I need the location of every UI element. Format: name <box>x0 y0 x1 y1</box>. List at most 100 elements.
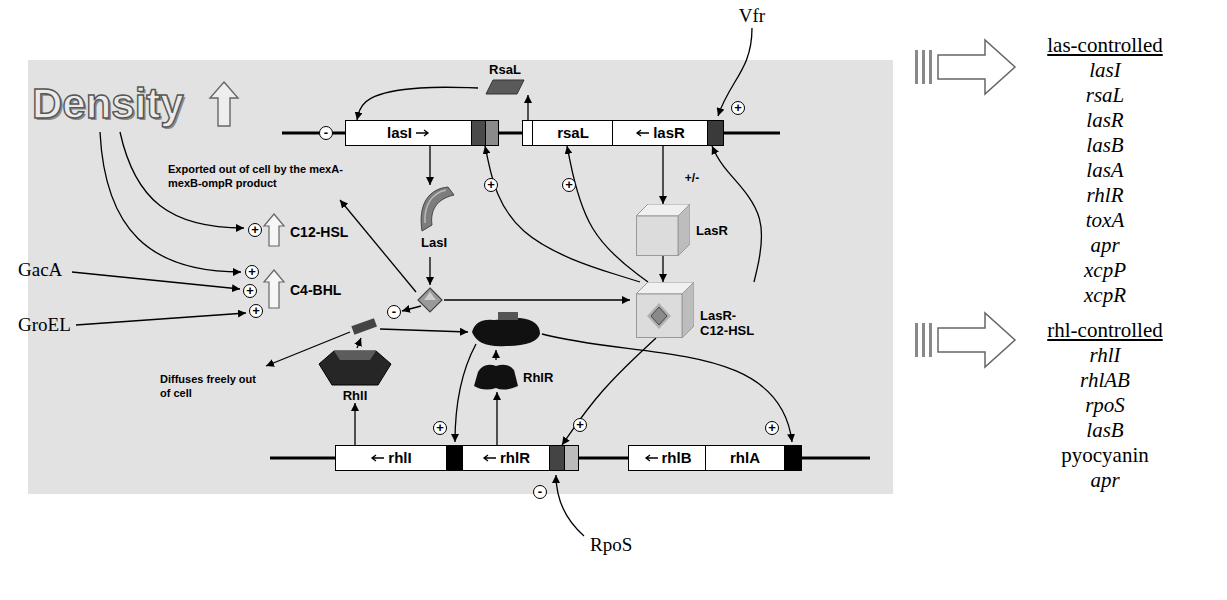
protein-name: RhlI <box>343 388 368 403</box>
gene-name: rhlA <box>730 449 760 467</box>
gene-body: rhlI <box>336 446 446 470</box>
c12-molecule <box>651 307 667 325</box>
gene-box: rhlI <box>335 445 464 471</box>
gene-list-item: rhlAB <box>1080 368 1130 392</box>
gene-box: rhlR <box>462 445 579 471</box>
arrow-bar <box>915 323 918 357</box>
synthesis-arrow <box>357 338 361 348</box>
list-heading: rhl-controlled <box>1047 318 1162 342</box>
protein-shape <box>474 365 518 390</box>
sign-label: +/- <box>683 171 701 185</box>
sign-symbol: + <box>245 265 259 279</box>
sign-symbol: + <box>248 223 262 237</box>
regulation-arrow <box>76 313 246 325</box>
protein-face <box>334 351 376 360</box>
increase-arrow <box>210 82 238 126</box>
gene-box: lasR <box>612 120 724 146</box>
gene-box: rsaL <box>522 120 614 146</box>
protein-face <box>637 216 679 256</box>
gene-name: rhlB <box>662 449 692 467</box>
promoter-box <box>564 446 578 470</box>
sign-symbol: + <box>765 421 779 435</box>
protein-shape-box: RhlR <box>474 362 554 392</box>
sign-symbol: - <box>387 305 401 319</box>
binding-arrow <box>380 329 468 332</box>
regulation-arrow <box>100 132 241 272</box>
protein-name: LasR <box>696 223 728 238</box>
protein-figure <box>636 204 690 256</box>
gene-list-item: xcpP <box>1084 258 1126 282</box>
list-item: pyocyanin <box>1061 443 1148 467</box>
protein-face <box>682 282 694 338</box>
cell-panel <box>28 60 893 494</box>
regulator-label: RpoS <box>590 534 632 556</box>
gene-body: rhlB <box>629 446 706 470</box>
direction-arrow <box>644 454 658 462</box>
export-arrow <box>340 200 416 292</box>
gene-list-item: xcpR <box>1084 283 1126 307</box>
output-arrow <box>938 40 1015 94</box>
protein-figure <box>636 282 694 338</box>
regulation-connector <box>357 87 478 120</box>
note-text: Exported out of cell by the mexA-mexB-om… <box>168 162 358 190</box>
direction-arrow <box>484 455 496 461</box>
arrow-bar <box>929 50 932 84</box>
protein-figure <box>412 185 456 233</box>
protein-shape <box>319 351 391 385</box>
signal-label: C4-BHL <box>290 282 341 298</box>
gene-name: rhlI <box>388 449 411 467</box>
gene-list-item: toxA <box>1086 208 1124 232</box>
sign-symbol: + <box>243 284 257 298</box>
increase-arrow <box>264 214 284 246</box>
protein-name: RhlR <box>523 370 553 385</box>
activation-arrow <box>455 344 476 442</box>
protein-face <box>678 204 690 256</box>
gene-box: rhlA <box>705 445 802 471</box>
sign-symbol: + <box>562 178 576 192</box>
regulation-connector <box>496 392 497 445</box>
gene-list-item: rhlI <box>1089 343 1120 367</box>
gene-name: lasI <box>387 124 412 142</box>
activation-arrow <box>542 334 792 442</box>
arrow-bar <box>929 323 932 357</box>
binding-pocket <box>647 303 671 329</box>
gene-list-item: apr <box>1090 233 1119 257</box>
gene-body: lasR <box>613 121 707 145</box>
regulator-label: GroEL <box>18 314 71 336</box>
c12-molecule <box>418 288 442 312</box>
rhlr-c4-complex <box>472 318 540 346</box>
gene-body: rhlR <box>463 446 549 470</box>
output-arrow <box>938 313 1015 367</box>
protein-shape-box: RhlI <box>318 350 392 403</box>
gene-list-item: rpoS <box>1085 393 1125 417</box>
regulation-connector <box>712 146 762 282</box>
c4-molecule <box>498 312 518 320</box>
direction-arrow <box>635 129 649 137</box>
protein-highlight <box>425 190 446 223</box>
protein-shape <box>486 80 524 94</box>
regulation-arrow <box>718 28 752 116</box>
direction-arrow <box>370 454 384 462</box>
signal-label: C12-HSL <box>290 224 348 240</box>
gene-name: rsaL <box>557 124 589 142</box>
regulation-arrow <box>72 272 240 289</box>
direction-arrow <box>416 130 428 136</box>
direction-arrow <box>416 129 430 137</box>
promoter-box <box>549 446 564 470</box>
c4-molecule <box>351 318 377 335</box>
protein-figure <box>474 362 518 392</box>
gene-box: lasI <box>345 120 499 146</box>
regulation-connector <box>567 146 648 282</box>
binding-arrow <box>444 299 630 300</box>
sign-symbol: + <box>433 421 447 435</box>
gene-list-item: rsaL <box>1086 83 1125 107</box>
regulation-connector <box>354 403 355 445</box>
protein-figure <box>318 350 392 386</box>
gene-body: rhlA <box>706 446 784 470</box>
density-title: Density <box>32 80 184 128</box>
protein-shape-box: LasR-C12-HSL <box>636 282 758 338</box>
repression-arrow <box>556 475 584 536</box>
